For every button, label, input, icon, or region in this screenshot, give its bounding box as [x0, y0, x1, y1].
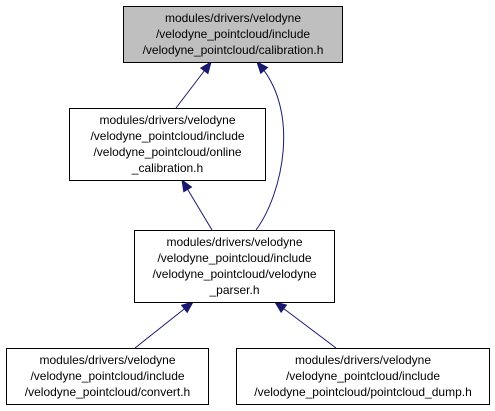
node-box[interactable]: [69, 108, 266, 181]
node-label-line: modules/drivers/velodyne: [166, 235, 302, 249]
node-convert[interactable]: modules/drivers/velodyne/velodyne_pointc…: [6, 348, 209, 405]
edge-line: [274, 301, 337, 349]
node-box[interactable]: [134, 230, 335, 303]
node-label-line: modules/drivers/velodyne: [39, 353, 175, 367]
arrowhead-icon: [181, 178, 193, 193]
edge-pointcloud_dump-to-velodyne_parser: [273, 301, 337, 349]
node-label-line: _parser.h: [208, 283, 259, 297]
edge-line: [134, 301, 194, 349]
node-label-line: /velodyne_pointcloud/include: [30, 369, 184, 383]
node-box[interactable]: [236, 348, 490, 405]
node-label-line: /velodyne_pointcloud/convert.h: [25, 385, 190, 399]
edge-online_calibration-to-calibration: [175, 60, 212, 109]
node-pointcloud-dump[interactable]: modules/drivers/velodyne/velodyne_pointc…: [236, 348, 490, 405]
node-label-line: /velodyne_pointcloud/velodyne: [152, 267, 316, 281]
arrowhead-icon: [273, 301, 288, 314]
node-calibration: modules/drivers/velodyne/velodyne_pointc…: [123, 6, 343, 63]
node-label-line: /velodyne_pointcloud/include: [286, 369, 440, 383]
edge-line: [255, 61, 285, 231]
node-label-line: /velodyne_pointcloud/pointcloud_dump.h: [254, 385, 472, 399]
node-label-line: _calibration.h: [131, 161, 203, 175]
nodes-layer: modules/drivers/velodyne/velodyne_pointc…: [6, 6, 490, 405]
node-label-line: modules/drivers/velodyne: [295, 353, 431, 367]
arrowhead-icon: [180, 301, 195, 314]
node-label-line: modules/drivers/velodyne: [99, 113, 235, 127]
node-label-line: /velodyne_pointcloud/include: [157, 251, 311, 265]
node-label-line: modules/drivers/velodyne: [165, 11, 301, 25]
node-velodyne-parser[interactable]: modules/drivers/velodyne/velodyne_pointc…: [134, 230, 335, 303]
node-online-calibration[interactable]: modules/drivers/velodyne/velodyne_pointc…: [69, 108, 266, 181]
node-label-line: /velodyne_pointcloud/include: [156, 27, 310, 41]
edges-layer: [134, 60, 337, 349]
node-label-line: /velodyne_pointcloud/include: [90, 129, 244, 143]
edge-velodyne_parser-to-online_calibration: [181, 178, 213, 231]
node-box[interactable]: [6, 348, 209, 405]
edge-convert-to-velodyne_parser: [134, 301, 195, 349]
node-label-line: /velodyne_pointcloud/calibration.h: [143, 43, 324, 57]
arrowhead-icon: [256, 60, 269, 75]
arrowhead-icon: [199, 60, 212, 75]
edge-velodyne_parser-to-calibration: [255, 60, 285, 231]
node-box: [123, 6, 343, 63]
node-label-line: /velodyne_pointcloud/online: [93, 145, 241, 159]
